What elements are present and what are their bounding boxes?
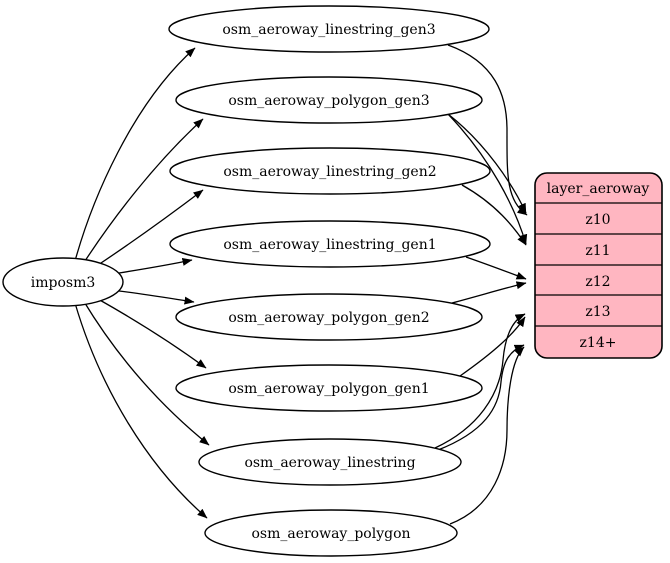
table-label: osm_aeroway_linestring — [244, 455, 415, 471]
edge-imposm3-to-osm-aeroway-linestring-gen2 — [97, 189, 204, 266]
layer-row-z14: z14+ — [580, 335, 617, 351]
edge-imposm3-to-osm-aeroway-linestring-gen1 — [118, 258, 193, 274]
table-ellipse — [175, 293, 483, 341]
table-label: osm_aeroway_polygon_gen1 — [228, 381, 429, 397]
imposm3-ellipse — [2, 257, 124, 307]
table-label: osm_aeroway_linestring_gen3 — [222, 22, 435, 38]
node-layer-aeroway: layer_aeroway z10 z11 z12 z13 z14+ — [534, 172, 663, 359]
edges-to-layer — [434, 44, 528, 525]
node-osm-aeroway-polygon-gen2: osm_aeroway_polygon_gen2 — [175, 293, 483, 341]
table-label: osm_aeroway_linestring_gen1 — [223, 237, 436, 253]
node-osm-aeroway-polygon-gen3: osm_aeroway_polygon_gen3 — [175, 76, 483, 124]
table-ellipse — [175, 364, 483, 412]
edge-imposm3-to-osm-aeroway-polygon-gen2 — [118, 290, 195, 305]
edge-polygon-gen3-to-z10 — [447, 113, 527, 214]
edge-polygon-gen1-to-z13 — [459, 316, 526, 377]
layer-row-z12: z12 — [585, 274, 610, 290]
edge-polygon-gen3-to-z11 — [447, 113, 528, 245]
node-osm-aeroway-linestring-gen3: osm_aeroway_linestring_gen3 — [168, 5, 490, 53]
edge-imposm3-to-osm-aeroway-linestring-gen3 — [74, 47, 196, 262]
table-ellipse — [175, 76, 483, 124]
node-imposm3: imposm3 — [2, 257, 124, 307]
node-osm-aeroway-polygon-gen1: osm_aeroway_polygon_gen1 — [175, 364, 483, 412]
table-label: osm_aeroway_linestring_gen2 — [223, 164, 436, 180]
edge-polygon-gen2-to-z12 — [451, 281, 527, 304]
edge-imposm3-to-osm-aeroway-polygon-gen3 — [82, 118, 204, 265]
table-label: osm_aeroway_polygon — [251, 526, 410, 542]
edge-imposm3-to-osm-aeroway-polygon-gen1 — [97, 298, 207, 369]
layer-row-z13: z13 — [585, 304, 610, 320]
table-ellipse — [169, 220, 491, 268]
table-label: osm_aeroway_polygon_gen2 — [228, 310, 429, 326]
node-osm-aeroway-linestring-gen2: osm_aeroway_linestring_gen2 — [169, 147, 491, 195]
edges-from-source — [74, 47, 210, 519]
node-osm-aeroway-linestring-gen1: osm_aeroway_linestring_gen1 — [169, 220, 491, 268]
edge-linestring-gen1-to-z12 — [465, 256, 527, 280]
edge-imposm3-to-osm-aeroway-polygon — [74, 302, 208, 519]
node-osm-aeroway-polygon: osm_aeroway_polygon — [204, 509, 458, 557]
table-ellipse — [198, 438, 462, 486]
edge-linestring-gen3-to-z10 — [447, 44, 528, 216]
edge-linestring-to-z14 — [437, 344, 525, 451]
layer-row-z11: z11 — [585, 243, 610, 259]
table-label: osm_aeroway_polygon_gen3 — [228, 93, 429, 109]
table-ellipse — [204, 509, 458, 557]
layer-header-label: layer_aeroway — [547, 181, 650, 197]
table-ellipse — [169, 147, 491, 195]
edge-linestring-to-z13 — [434, 313, 526, 449]
edge-polygon-to-z14 — [449, 346, 525, 525]
edge-linestring-gen2-to-z11 — [461, 184, 527, 246]
table-ellipse — [168, 5, 490, 53]
node-osm-aeroway-linestring: osm_aeroway_linestring — [198, 438, 462, 486]
layer-row-z10: z10 — [585, 212, 610, 228]
edge-imposm3-to-osm-aeroway-linestring — [82, 299, 210, 446]
imposm3-label: imposm3 — [31, 275, 96, 291]
